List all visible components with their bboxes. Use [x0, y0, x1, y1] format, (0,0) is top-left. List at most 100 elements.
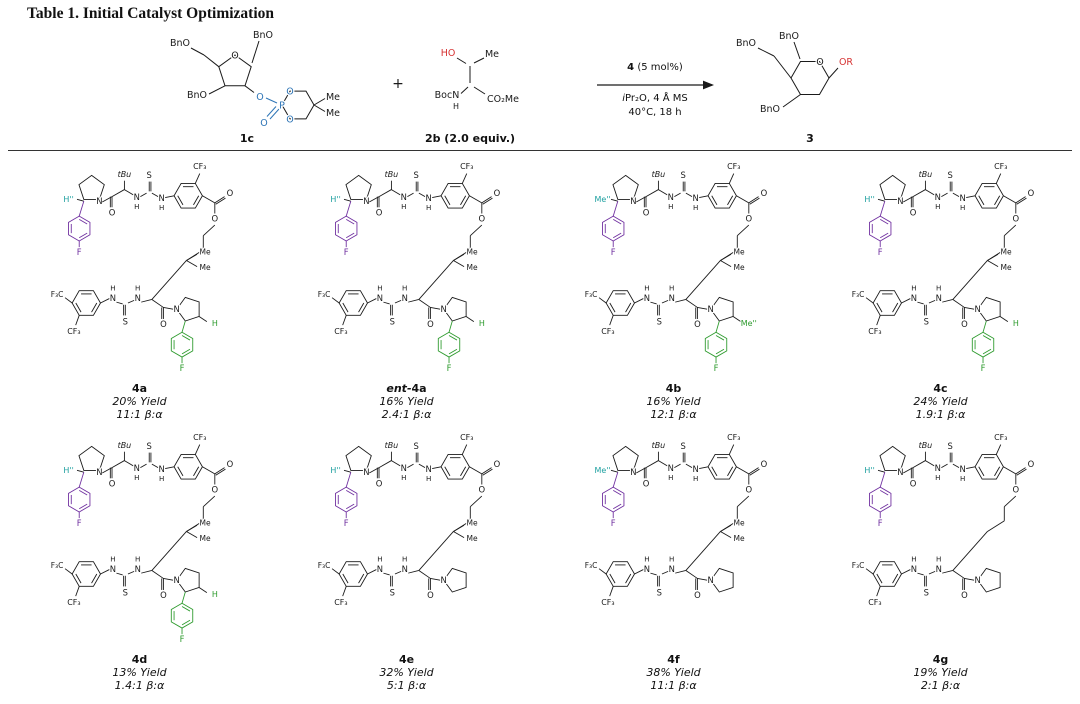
svg-text:tBu: tBu — [385, 170, 399, 179]
compound-label-2b: 2b (2.0 equiv.) — [425, 132, 515, 145]
catalyst-ratio: 2:1 β:α — [920, 678, 961, 692]
svg-text:F₃C: F₃C — [585, 290, 598, 299]
svg-text:O: O — [160, 589, 167, 599]
svg-text:Me: Me — [734, 518, 745, 527]
catalyst-id: 4b — [665, 382, 682, 395]
svg-text:O: O — [761, 188, 768, 198]
svg-text:O: O — [494, 188, 501, 198]
svg-text:Me'': Me'' — [595, 195, 611, 204]
svg-text:O: O — [643, 207, 650, 217]
svg-text:O: O — [1028, 458, 1035, 468]
svg-text:N: N — [159, 464, 165, 474]
bno-label: BnO — [253, 30, 273, 41]
catalyst-id: 4f — [667, 652, 680, 666]
svg-text:CF₃: CF₃ — [868, 327, 881, 336]
svg-text:Me: Me — [200, 263, 211, 272]
svg-text:S: S — [681, 441, 686, 451]
svg-text:F: F — [611, 247, 616, 257]
svg-text:N: N — [377, 564, 383, 574]
catalyst-ratio: 2.4:1 β:α — [381, 408, 432, 422]
svg-text:N: N — [96, 196, 102, 206]
svg-text:F: F — [981, 363, 986, 373]
svg-text:N: N — [363, 467, 369, 477]
svg-text:F₃C: F₃C — [585, 560, 598, 569]
svg-text:CF₃: CF₃ — [727, 162, 740, 171]
catalyst-id: 4d — [131, 652, 148, 666]
svg-text:tBu: tBu — [652, 170, 666, 179]
methyl-label: Me — [326, 92, 340, 103]
svg-text:H: H — [936, 284, 941, 293]
bno-label: BnO — [187, 90, 207, 101]
svg-text:H: H — [159, 474, 164, 483]
svg-text:O: O — [376, 207, 383, 217]
svg-text:H: H — [1013, 319, 1019, 328]
catalyst-yield: 38% Yield — [646, 665, 701, 679]
svg-text:H: H — [402, 554, 407, 563]
svg-text:CF₃: CF₃ — [727, 433, 740, 442]
svg-text:S: S — [657, 316, 662, 326]
svg-text:N: N — [630, 467, 636, 477]
svg-text:H: H — [911, 554, 916, 563]
catalyst-id: 4c — [933, 382, 948, 395]
svg-text:F: F — [77, 518, 82, 528]
svg-text:H: H — [426, 203, 431, 212]
svg-text:H: H — [644, 284, 649, 293]
dioxaphosphinane-ring — [281, 90, 315, 120]
svg-text:CF₃: CF₃ — [868, 598, 881, 607]
svg-text:O: O — [746, 213, 753, 223]
svg-text:S: S — [924, 587, 929, 597]
svg-text:F₃C: F₃C — [51, 290, 64, 299]
catalyst-structure-svg: NMe''FOtBuNHSNHCF₃OOMeMeF₃CCF₃NHSNHONMe'… — [584, 161, 769, 374]
svg-text:O: O — [227, 188, 234, 198]
catalyst-ratio: 11:1 β:α — [650, 678, 697, 692]
reaction-scheme: O BnO BnO BnO O P O O O Me Me 1c + HO Me… — [169, 29, 855, 147]
svg-text:O: O — [494, 458, 501, 468]
svg-text:N: N — [693, 193, 699, 203]
svg-text:O: O — [227, 458, 234, 468]
svg-text:F₃C: F₃C — [852, 560, 865, 569]
svg-text:F: F — [878, 518, 883, 528]
svg-text:N: N — [174, 304, 180, 314]
svg-text:O: O — [427, 319, 434, 329]
svg-text:CF₃: CF₃ — [460, 162, 473, 171]
ring-oxygen-label: O — [231, 51, 238, 62]
svg-text:Me: Me — [467, 518, 478, 527]
svg-text:N: N — [96, 467, 102, 477]
nh-hydrogen-label: H — [453, 102, 459, 111]
catalyst-yield: 16% Yield — [379, 395, 434, 409]
svg-text:Me: Me — [1001, 247, 1012, 256]
svg-text:F: F — [611, 518, 616, 528]
svg-text:O: O — [761, 458, 768, 468]
reaction-arrow-group: 4 (5 mol%) iPr₂O, 4 Å MS 40°C, 18 h — [597, 61, 714, 119]
svg-text:CF₃: CF₃ — [460, 433, 473, 442]
svg-text:O: O — [109, 478, 116, 488]
svg-text:H: H — [911, 284, 916, 293]
svg-text:CF₃: CF₃ — [601, 327, 614, 336]
svg-text:N: N — [110, 293, 116, 303]
svg-text:O: O — [694, 589, 701, 599]
svg-text:H: H — [377, 284, 382, 293]
plus-sign: + — [392, 76, 404, 92]
arrowhead-icon — [703, 80, 714, 90]
svg-text:H: H — [401, 473, 406, 482]
svg-text:F: F — [447, 363, 452, 373]
svg-text:N: N — [693, 464, 699, 474]
catalyst-ratio: 1.9:1 β:α — [915, 408, 966, 422]
svg-text:F₃C: F₃C — [852, 290, 865, 299]
svg-text:CF₃: CF₃ — [601, 598, 614, 607]
svg-text:Me: Me — [1001, 263, 1012, 272]
svg-text:O: O — [961, 319, 968, 329]
svg-text:H: H — [212, 319, 218, 328]
ring-oxygen-label: O — [286, 87, 293, 98]
svg-text:CF₃: CF₃ — [334, 327, 347, 336]
